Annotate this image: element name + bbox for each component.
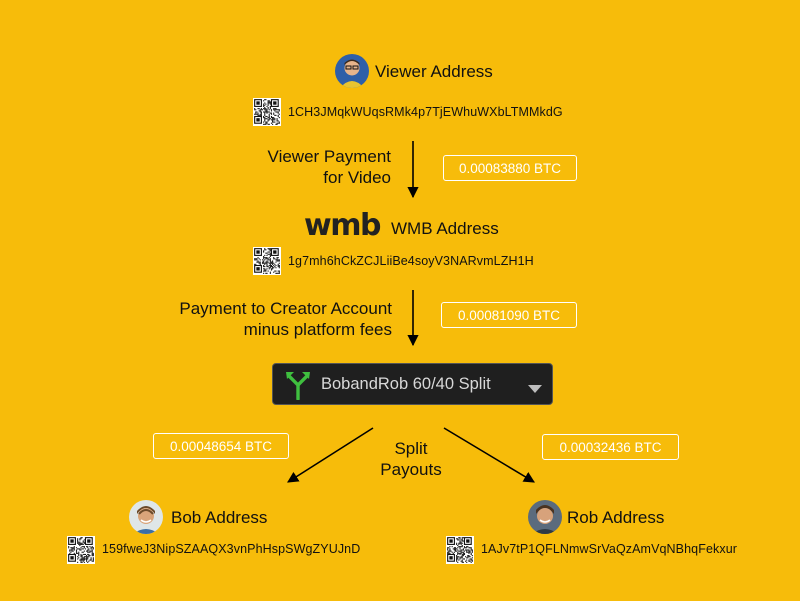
rob-avatar — [528, 500, 562, 534]
creator-payment-label: Payment to Creator Account minus platfor… — [179, 298, 392, 340]
viewer-address-label: Viewer Address — [375, 62, 493, 81]
wmb-address-label: WMB Address — [391, 219, 499, 238]
chevron-down-icon[interactable] — [528, 380, 542, 399]
bob-address-label: Bob Address — [171, 508, 268, 527]
viewer-payment-label: Viewer Payment for Video — [268, 146, 391, 188]
split-selector[interactable]: BobandRob 60/40 Split — [272, 363, 553, 405]
creator-payment-line1: Payment to Creator Account — [179, 299, 392, 318]
split-arrows-icon — [285, 370, 311, 405]
rob-address: 1AJv7tP1QFLNmwSrVaQzAmVqNBhqFekxur — [481, 542, 738, 556]
viewer-payment-line2: for Video — [323, 168, 391, 187]
bob-avatar — [129, 500, 163, 534]
arrow-split-to-rob — [443, 427, 535, 483]
wmb-address: 1g7mh6hCkZCJLiiBe4soyV3NARvmLZH1H — [288, 254, 534, 268]
split-payouts-line2: Payouts — [380, 460, 442, 479]
split-name: BobandRob 60/40 Split — [321, 375, 491, 393]
bob-payout-amount: 0.00048654 BTC — [153, 433, 289, 459]
wmb-qr-code — [253, 247, 281, 275]
rob-qr-code — [446, 536, 474, 564]
viewer-address: 1CH3JMqkWUqsRMk4p7TjEWhuWXbLTMMkdG — [288, 105, 563, 119]
rob-address-label: Rob Address — [567, 508, 665, 527]
wmb-logo: wmb — [304, 208, 382, 245]
wmb-logo-text: wmb — [304, 208, 381, 240]
split-payouts-line1: Split — [394, 439, 428, 458]
creator-payment-line2: minus platform fees — [243, 320, 392, 339]
viewer-payment-line1: Viewer Payment — [267, 147, 391, 166]
bob-qr-code — [67, 536, 95, 564]
bob-address: 159fweJ3NipSZAAQX3vnPhHspSWgZYUJnD — [102, 542, 361, 556]
viewer-qr-code — [253, 98, 281, 126]
viewer-payment-amount: 0.00083880 BTC — [443, 155, 577, 181]
viewer-avatar — [335, 54, 369, 88]
creator-payment-amount: 0.00081090 BTC — [441, 302, 577, 328]
split-payouts-label: Split Payouts — [371, 438, 451, 480]
arrow-split-to-bob — [287, 427, 374, 483]
rob-payout-amount: 0.00032436 BTC — [542, 434, 679, 460]
